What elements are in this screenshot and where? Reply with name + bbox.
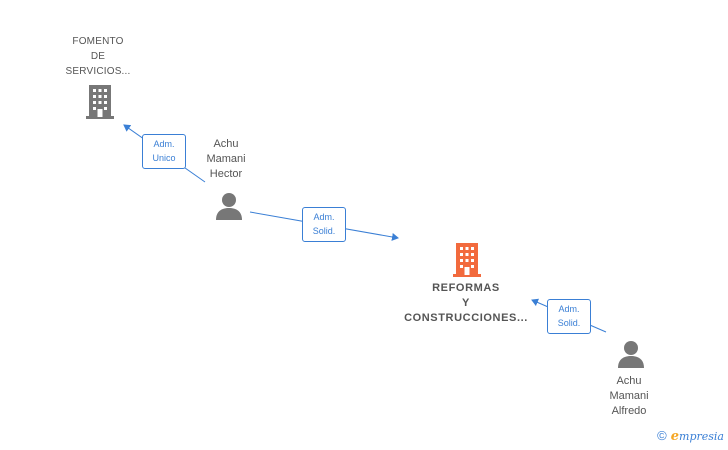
relationship-badge-adm-unico[interactable]: Adm. Unico <box>142 134 186 169</box>
copyright-icon: © <box>657 428 667 443</box>
building-icon[interactable] <box>451 242 483 278</box>
person-label-alfredo[interactable]: Achu Mamani Alfredo <box>609 375 649 417</box>
brand-logo-initial: e <box>670 429 680 444</box>
person-icon[interactable] <box>214 192 244 220</box>
company-label-reformas[interactable]: REFORMAS Y CONSTRUCCIONES... <box>404 282 528 324</box>
relationship-badge-adm-solid[interactable]: Adm. Solid. <box>302 207 346 242</box>
person-icon[interactable] <box>616 340 646 368</box>
brand-footer: ©empresia <box>657 428 724 444</box>
person-label-hector[interactable]: Achu Mamani Hector <box>206 138 246 180</box>
company-label-fomento[interactable]: FOMENTO DE SERVICIOS... <box>65 36 131 77</box>
building-icon[interactable] <box>85 84 115 120</box>
relationship-badge-adm-solid[interactable]: Adm. Solid. <box>547 299 591 334</box>
brand-logo-text: mpresia <box>679 430 724 443</box>
